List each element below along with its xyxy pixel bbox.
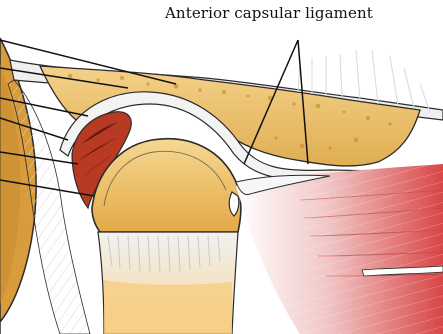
neck-lower-shade <box>104 280 232 334</box>
anterior-capsular-ligament-label: Anterior capsular ligament <box>165 4 373 22</box>
